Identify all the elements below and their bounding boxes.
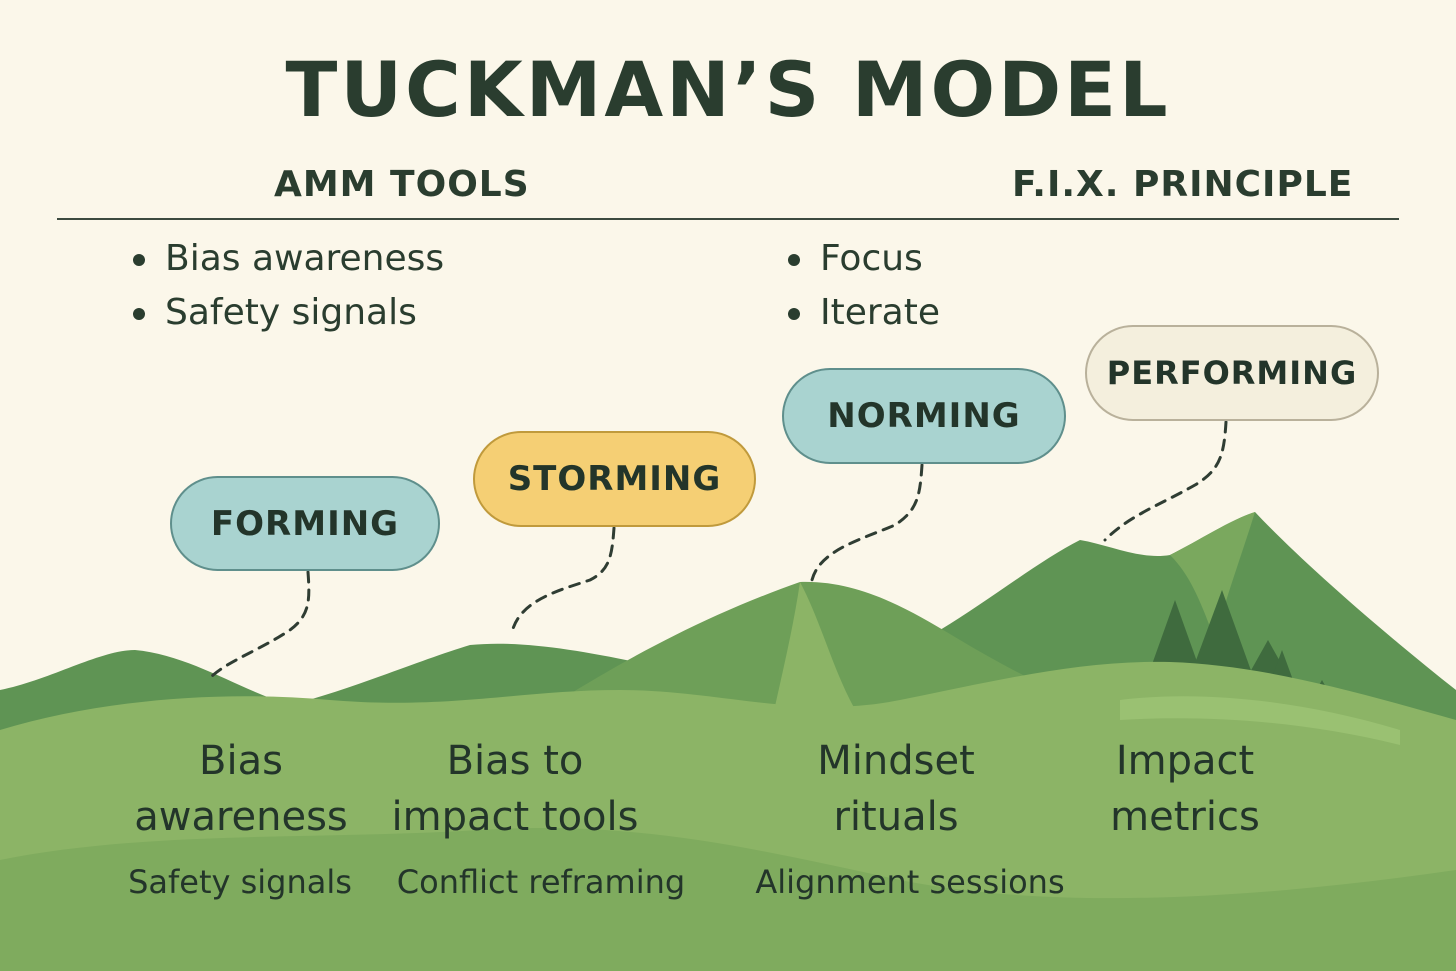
- amm-tools-heading: AMM TOOLS: [274, 164, 530, 205]
- title-line: Bias: [199, 738, 283, 784]
- far-mountain-highlight: [1170, 512, 1255, 640]
- stage-title-norming: Mindset rituals: [746, 733, 1046, 845]
- amm-tools-list: Bias awareness Safety signals: [133, 232, 444, 340]
- list-item: Iterate: [788, 286, 940, 340]
- title-line: rituals: [833, 794, 959, 840]
- list-item: Bias awareness: [133, 232, 444, 286]
- stage-label: PERFORMING: [1106, 354, 1358, 392]
- stage-pill-norming: NORMING: [782, 368, 1066, 464]
- stage-title-storming: Bias to impact tools: [365, 733, 665, 845]
- stage-label: NORMING: [827, 396, 1021, 436]
- connector-performing: [1103, 420, 1228, 542]
- title-line: awareness: [134, 794, 348, 840]
- connector-storming: [510, 526, 616, 634]
- title-line: metrics: [1110, 794, 1260, 840]
- stage-title-forming: Bias awareness: [91, 733, 391, 845]
- stage-subtitle-forming: Safety signals: [128, 863, 352, 901]
- connector-forming: [210, 570, 311, 678]
- list-item: Safety signals: [133, 286, 444, 340]
- title-line: impact tools: [391, 794, 639, 840]
- foreground-shade: [0, 828, 1456, 971]
- connector-norming: [810, 463, 924, 582]
- stage-pill-forming: FORMING: [170, 476, 440, 571]
- stage-subtitle-storming: Conflict reframing: [396, 863, 686, 901]
- stage-label: FORMING: [210, 503, 400, 544]
- stage-pill-performing: PERFORMING: [1085, 325, 1379, 421]
- stage-pill-storming: STORMING: [473, 431, 756, 527]
- dashed-connectors: [210, 420, 1228, 678]
- title-line: Impact: [1115, 738, 1255, 784]
- title-line: Bias to: [446, 738, 584, 784]
- pine-tree: [1150, 600, 1200, 670]
- title-line: Mindset: [817, 738, 975, 784]
- foreground-highlight: [1120, 696, 1400, 745]
- fix-principle-list: Focus Iterate: [788, 232, 940, 340]
- stage-label: STORMING: [507, 459, 722, 499]
- stage-title-performing: Impact metrics: [1035, 733, 1335, 845]
- list-item: Focus: [788, 232, 940, 286]
- stage-subtitle-norming: Alignment sessions: [755, 863, 1065, 901]
- page-title: TUCKMAN’S MODEL: [285, 45, 1171, 134]
- divider: [57, 218, 1399, 220]
- fix-principle-heading: F.I.X. PRINCIPLE: [1012, 164, 1354, 205]
